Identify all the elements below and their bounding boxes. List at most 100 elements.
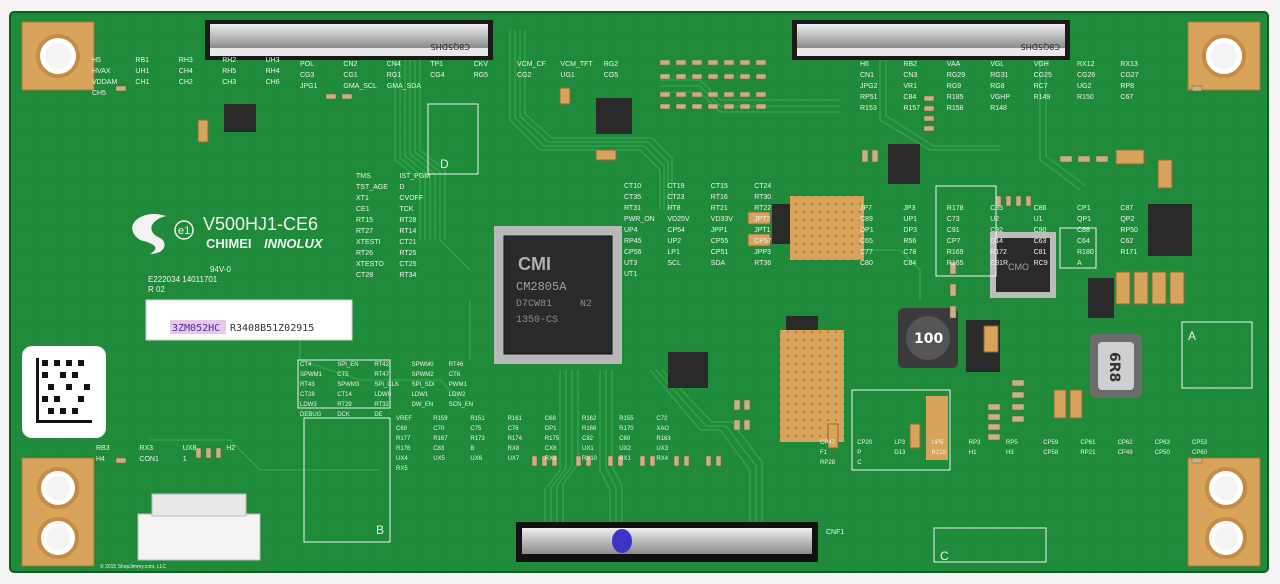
silk-label: RP28 bbox=[820, 460, 836, 466]
silk-label: H3 bbox=[1006, 450, 1014, 456]
silk-label: RX5 bbox=[396, 466, 408, 472]
silk-label: CP60 bbox=[1192, 450, 1208, 456]
cert-line-3: R 02 bbox=[148, 285, 165, 294]
silk-label: U2 bbox=[990, 216, 999, 223]
silk-label: CP62 bbox=[1118, 440, 1134, 446]
silk-label: RG5 bbox=[474, 72, 489, 79]
silk-label: H5 bbox=[92, 57, 101, 64]
inductor-lp2-value: 6R8 bbox=[1106, 352, 1122, 382]
silk-label: RT14 bbox=[399, 228, 416, 235]
silk-label: UX7 bbox=[508, 456, 520, 462]
silk-label: CG3 bbox=[300, 72, 315, 79]
silk-label: R172 bbox=[990, 249, 1007, 256]
section-letter: A bbox=[1188, 329, 1196, 343]
silk-label: H4 bbox=[96, 456, 105, 463]
silk-label: H2 bbox=[226, 445, 235, 452]
silk-label: VREF bbox=[396, 416, 412, 422]
silk-label: CT10 bbox=[624, 183, 641, 190]
silk-label: XTESTI bbox=[356, 239, 381, 246]
silk-label: C67 bbox=[1120, 94, 1133, 101]
silk-label: DP1 bbox=[860, 227, 874, 234]
silk-label: SPWM2 bbox=[412, 372, 435, 378]
silk-label: CG2 bbox=[517, 72, 532, 79]
silk-label: C64 bbox=[1077, 238, 1090, 245]
silk-label: RP45 bbox=[624, 238, 642, 245]
silk-label: A bbox=[1077, 260, 1082, 267]
silk-label: RB2 bbox=[903, 61, 917, 68]
silk-label: C89 bbox=[860, 216, 873, 223]
silk-label: RH4 bbox=[266, 68, 280, 75]
silk-label: CP59 bbox=[1043, 440, 1059, 446]
maker-innolux: INNOLUX bbox=[264, 236, 324, 251]
silk-label: TST_AGE bbox=[356, 184, 388, 191]
silk-label: HVAX bbox=[92, 68, 111, 75]
silk-label: C85 bbox=[990, 205, 1003, 212]
silk-label: CN2 bbox=[343, 61, 357, 68]
silk-label: CP7 bbox=[947, 238, 961, 245]
silk-label: C70 bbox=[433, 426, 445, 432]
cert-line-2: E222034 14011701 bbox=[148, 275, 218, 284]
silk-label: VCM_CF bbox=[517, 61, 546, 68]
silk-label: R168 bbox=[582, 426, 597, 432]
silk-label: R173 bbox=[470, 436, 485, 442]
silk-label: LDW0 bbox=[374, 392, 391, 398]
section-letter: B bbox=[376, 523, 384, 537]
silk-label: DE bbox=[374, 412, 382, 418]
silk-label: CG27 bbox=[1120, 72, 1138, 79]
silk-label: RB1 bbox=[135, 57, 149, 64]
silk-label: CX8 bbox=[545, 446, 557, 452]
silk-label: C75 bbox=[470, 426, 482, 432]
silk-label: RG1 bbox=[387, 72, 402, 79]
silk-label: SPI_EN bbox=[337, 362, 358, 368]
silk-label: UP4 bbox=[624, 227, 638, 234]
silk-label: RG2 bbox=[604, 61, 619, 68]
silk-label: RP8 bbox=[1120, 83, 1134, 90]
silk-label: CP56 bbox=[624, 249, 642, 256]
silk-label: C90 bbox=[1034, 227, 1047, 234]
silk-label: CP55 bbox=[711, 238, 729, 245]
silk-label: CH3 bbox=[222, 79, 236, 86]
model-number: V500HJ1-CE6 bbox=[203, 214, 318, 234]
inductor-lp1 bbox=[898, 308, 958, 368]
silk-label: C76 bbox=[508, 426, 520, 432]
asic-part: CM2805A bbox=[516, 280, 567, 294]
silk-label: C60 bbox=[619, 436, 631, 442]
silk-label: C62 bbox=[1120, 238, 1133, 245]
silk-label: CP47 bbox=[820, 440, 836, 446]
silk-label: R162 bbox=[582, 416, 597, 422]
silk-label: RT29 bbox=[337, 402, 352, 408]
silk-label: CE1 bbox=[356, 206, 370, 213]
silk-label: RP21 bbox=[1080, 450, 1096, 456]
inductor-lp2 bbox=[1090, 334, 1142, 398]
silk-label: R159 bbox=[433, 416, 448, 422]
silk-label: DP1 bbox=[545, 426, 557, 432]
silk-label: C77 bbox=[860, 249, 873, 256]
silk-label: RT46 bbox=[449, 362, 464, 368]
silk-label: RT36 bbox=[754, 260, 771, 267]
silk-label: R149 bbox=[1034, 94, 1051, 101]
silk-label: CP54 bbox=[667, 227, 685, 234]
silk-label: UG2 bbox=[1077, 83, 1092, 90]
silk-label: CH6 bbox=[266, 79, 280, 86]
silk-label: R157 bbox=[903, 105, 920, 112]
silk-label: C65 bbox=[860, 238, 873, 245]
silk-label: R174 bbox=[508, 436, 523, 442]
silk-label: UH1 bbox=[135, 68, 149, 75]
smd-rows bbox=[115, 59, 1203, 467]
silk-label: UP1 bbox=[903, 216, 917, 223]
silk-label: R150 bbox=[1077, 94, 1094, 101]
silk-label: VD33V bbox=[711, 216, 734, 223]
silk-label: CT5 bbox=[337, 372, 349, 378]
asic-rev: N2 bbox=[580, 299, 592, 310]
silk-label: RT22 bbox=[754, 205, 771, 212]
silk-label: CG26 bbox=[1077, 72, 1095, 79]
silk-label: 1 bbox=[183, 456, 187, 463]
silk-label: R169 bbox=[947, 249, 964, 256]
silk-label: SPI_CLK bbox=[374, 382, 399, 388]
silk-label: RP3 bbox=[969, 440, 981, 446]
section-letter: D bbox=[440, 157, 449, 171]
